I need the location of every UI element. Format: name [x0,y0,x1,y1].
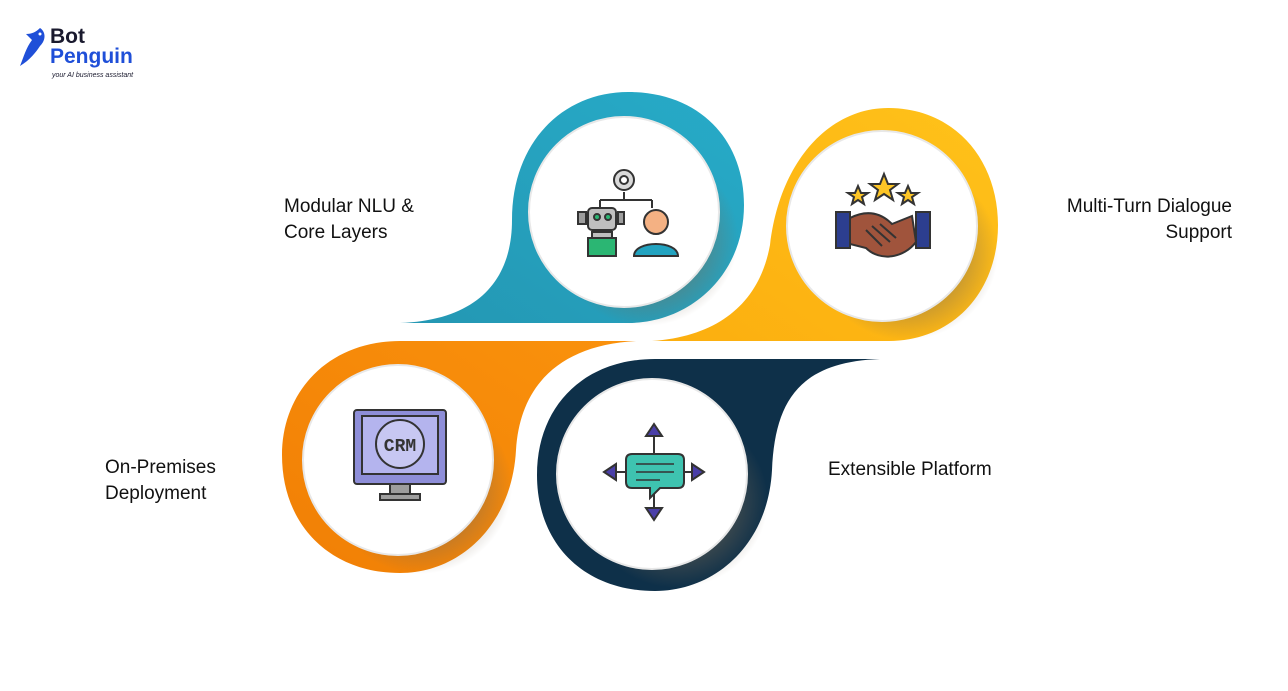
crm-icon-text: CRM [384,437,416,457]
feature-label-line: On-Premises [105,457,216,478]
brand-name-line1: Bot [50,25,85,48]
penguin-icon [20,28,45,66]
brand-name-line2: Penguin [50,45,133,68]
feature-label-line: Core Layers [284,222,388,243]
feature-label-line: Support [1165,222,1232,243]
robot-human-gear-icon [577,169,680,257]
handshake-stars-icon [835,171,931,258]
feature-label-line: Multi-Turn Dialogue [1066,196,1232,217]
feature-label-multi-turn: Multi-Turn Dialogue Support [960,194,1232,246]
feature-label-line: Modular NLU & [284,196,414,217]
crm-monitor-icon [353,409,447,501]
brand-logo: Bot Penguin your AI business assistant [18,24,158,84]
feature-label-modular-nlu: Modular NLU & Core Layers [284,194,414,246]
feature-label-extensible: Extensible Platform [828,457,992,483]
feature-label-on-premises: On-Premises Deployment [105,455,216,507]
chat-arrows-icon [602,422,706,522]
feature-label-line: Deployment [105,483,207,504]
brand-tagline: your AI business assistant [52,72,134,79]
feature-label-line: Extensible Platform [828,459,992,480]
